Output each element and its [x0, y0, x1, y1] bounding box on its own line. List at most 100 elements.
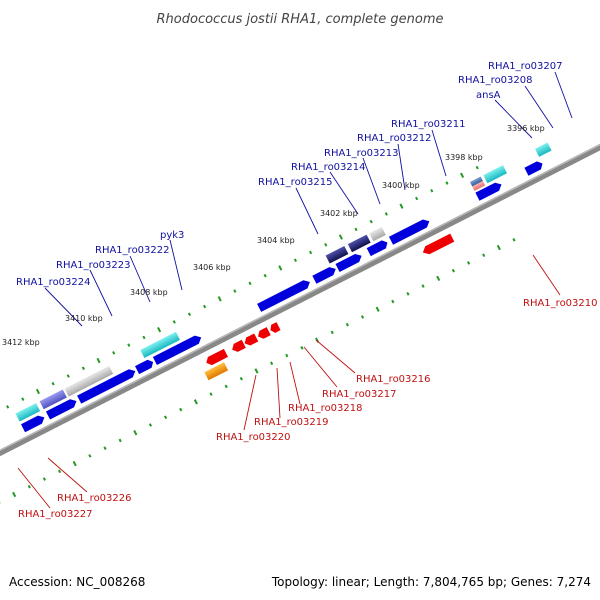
scale-tick — [164, 415, 168, 420]
gene-box-pink[interactable] — [472, 180, 486, 191]
gene-box-gray[interactable] — [369, 226, 386, 242]
scale-tick — [88, 454, 92, 458]
scale-tick — [27, 484, 31, 489]
gene-box-cyan[interactable] — [15, 403, 41, 422]
gene-arrow-forward[interactable] — [524, 160, 544, 176]
leader-line — [129, 255, 151, 303]
gene-arrow-forward[interactable] — [335, 252, 364, 272]
gene-arrow-forward[interactable] — [152, 333, 203, 366]
gene-box-orange[interactable] — [204, 362, 229, 381]
leader-lines — [17, 71, 573, 509]
gene-label[interactable]: RHA1_ro03217 — [322, 389, 397, 400]
gene-arrow-reverse[interactable] — [421, 233, 455, 257]
gene-label[interactable]: RHA1_ro03208 — [458, 75, 533, 86]
gene-labels-bottom: RHA1_ro03210 RHA1_ro03216 RHA1_ro03217 R… — [18, 298, 598, 520]
gene-label[interactable]: RHA1_ro03227 — [18, 509, 93, 520]
scale-tick — [248, 281, 252, 286]
scale-tick — [209, 392, 213, 396]
scale-label: 3410 kbp — [65, 314, 103, 323]
scale-tick — [436, 275, 441, 282]
gene-label[interactable]: RHA1_ro03223 — [56, 260, 131, 271]
gene-label[interactable]: RHA1_ro03219 — [254, 417, 329, 428]
gene-label[interactable]: RHA1_ro03213 — [324, 148, 399, 159]
gene-arrow-forward[interactable] — [77, 367, 137, 404]
scale-tick — [270, 361, 274, 366]
leader-line — [17, 467, 51, 509]
scale-label: 3404 kbp — [257, 236, 295, 245]
scale-tick — [360, 315, 365, 319]
scale-tick — [475, 165, 479, 170]
leader-line — [303, 346, 338, 388]
gene-label[interactable]: ansA — [476, 90, 501, 101]
scale-tick — [81, 366, 85, 371]
leader-line — [554, 71, 573, 119]
gene-label[interactable]: RHA1_ro03215 — [258, 177, 333, 188]
genome-summary: Topology: linear; Length: 7,804,765 bp; … — [271, 575, 591, 589]
gene-label[interactable]: RHA1_ro03222 — [95, 245, 170, 256]
gene-labels-top: RHA1_ro03207 RHA1_ro03208 ansA RHA1_ro03… — [16, 61, 563, 288]
gene-box-navy[interactable] — [325, 245, 349, 264]
scale-label: 3398 kbp — [445, 153, 483, 162]
scale-tick — [293, 258, 298, 263]
scale-tick — [157, 327, 162, 333]
scale-tick — [179, 407, 183, 412]
gene-label[interactable]: RHA1_ro03216 — [356, 374, 431, 385]
gene-box-navy[interactable] — [347, 234, 371, 253]
gene-label[interactable]: RHA1_ro03224 — [16, 277, 91, 288]
scale-tick — [35, 388, 40, 395]
leader-line — [524, 85, 554, 129]
gene-label[interactable]: RHA1_ro03218 — [288, 403, 363, 414]
gene-label[interactable]: RHA1_ro03226 — [57, 493, 132, 504]
gene-box-cyan[interactable] — [140, 331, 180, 358]
scale-tick — [482, 253, 486, 258]
gene-box-purple[interactable] — [39, 389, 67, 410]
gene-arrow-forward[interactable] — [20, 413, 46, 433]
leader-line — [295, 187, 319, 235]
gene-arrow-forward[interactable] — [257, 278, 312, 312]
scale-tick — [42, 477, 46, 481]
leader-line — [44, 287, 83, 327]
gene-box-cyan[interactable] — [483, 165, 507, 184]
gene-arrow-forward[interactable] — [475, 180, 503, 201]
scale-tick — [338, 234, 343, 240]
scale-tick — [263, 273, 267, 278]
scale-tick — [345, 322, 349, 327]
scale-tick — [21, 397, 25, 401]
scale-tick — [445, 181, 449, 185]
gene-box-steel[interactable] — [469, 176, 483, 187]
scale-ticks-top — [6, 165, 479, 409]
scale-tick — [406, 292, 410, 296]
leader-line — [431, 129, 447, 177]
genome-backbone-highlight — [0, 70, 600, 526]
scale-tick — [239, 376, 243, 381]
leader-line — [397, 143, 406, 191]
gene-label[interactable]: RHA1_ro03211 — [391, 119, 466, 130]
scale-tick — [72, 460, 77, 467]
gene-arrow-reverse[interactable] — [268, 322, 281, 334]
scale-tick — [118, 438, 122, 443]
scale-tick — [421, 284, 425, 288]
scale-label: 3396 kbp — [507, 124, 545, 133]
gene-label[interactable]: RHA1_ro03214 — [291, 162, 366, 173]
gene-box-gray[interactable] — [64, 365, 114, 397]
gene-arrow-forward[interactable] — [312, 265, 337, 284]
gene-label[interactable]: RHA1_ro03207 — [488, 61, 563, 72]
gene-label[interactable]: RHA1_ro03220 — [216, 432, 291, 443]
gene-arrow-forward[interactable] — [366, 239, 390, 257]
gene-arrow-reverse[interactable] — [204, 348, 228, 367]
gene-arrow-forward[interactable] — [45, 397, 79, 420]
gene-box-cyan[interactable] — [534, 142, 552, 157]
gene-label[interactable]: pyk3 — [160, 230, 184, 241]
gene-arrow-forward[interactable] — [135, 358, 155, 375]
scale-label: 3408 kbp — [130, 288, 168, 297]
gene-arrow-reverse[interactable] — [256, 327, 271, 340]
gene-label[interactable]: RHA1_ro03212 — [357, 133, 432, 144]
leader-line — [289, 361, 301, 405]
gene-arrow-reverse[interactable] — [243, 333, 259, 347]
gene-label[interactable]: RHA1_ro03210 — [523, 298, 598, 309]
scale-tick — [354, 227, 358, 232]
gene-arrow-reverse[interactable] — [230, 339, 246, 354]
gene-arrow-forward[interactable] — [388, 217, 431, 245]
scale-labels: 3396 kbp 3398 kbp 3400 kbp 3402 kbp 3404… — [2, 124, 545, 347]
